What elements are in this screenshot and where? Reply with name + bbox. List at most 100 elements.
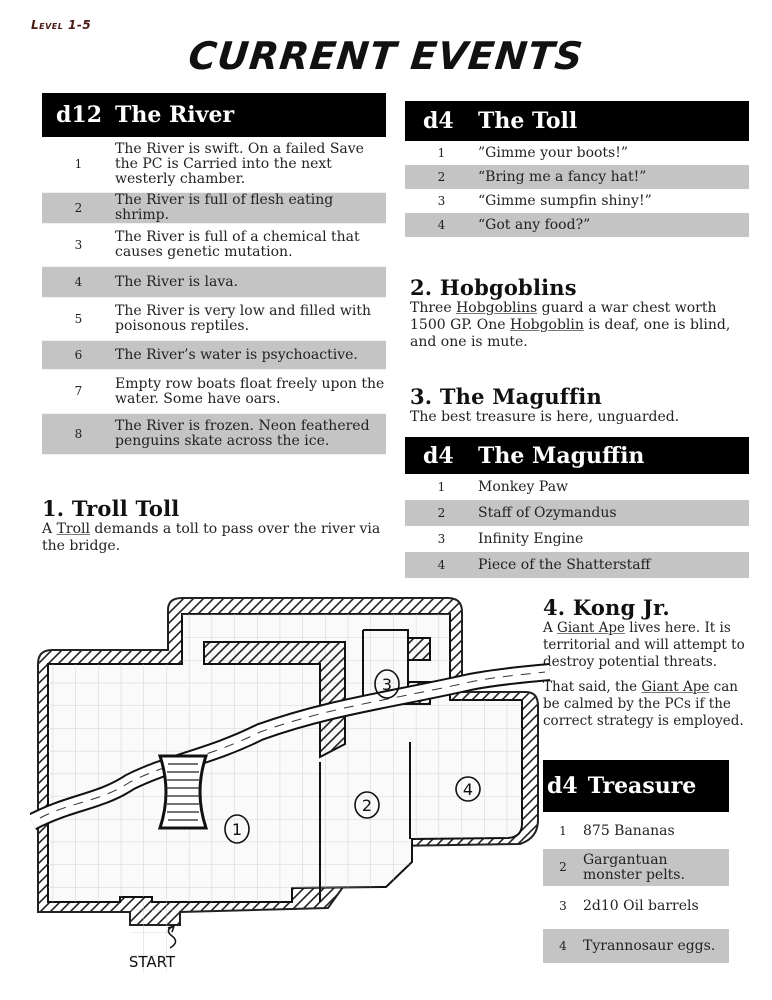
table-title: Treasure: [587, 773, 697, 799]
row-number: 3: [74, 237, 83, 252]
row-number: 4: [437, 557, 446, 572]
row-number: 1: [437, 479, 446, 494]
river-table: d12 The River 1 The River is swift. On a …: [42, 93, 386, 455]
dungeon-floor: [47, 613, 523, 972]
section-text: A Giant Ape lives here. It is territoria…: [543, 620, 745, 670]
table-row: 4 Tyrannosaur eggs.: [543, 929, 729, 963]
row-number: 4: [559, 938, 567, 953]
toll-table-header: d4 The Toll: [405, 101, 749, 141]
room-labels: 1 2 3 4: [224, 669, 481, 844]
room-label-4: 4: [463, 780, 473, 799]
row-number: 1: [559, 823, 567, 838]
row-text: The River’s water is psychoactive.: [115, 346, 358, 363]
row-text: 875 Bananas: [583, 822, 675, 839]
section-heading: 4. Kong Jr.: [543, 595, 670, 620]
table-row: 6 The River’s water is psychoactive.: [42, 341, 386, 370]
room-label-3: 3: [382, 675, 392, 694]
row-number: 1: [74, 157, 83, 171]
maguffin-table-header: d4 The Maguffin: [405, 437, 749, 474]
section-heading: 1. Troll Toll: [42, 496, 180, 521]
die-label: d12: [56, 102, 102, 128]
row-number: 4: [437, 217, 446, 232]
die-label: d4: [547, 773, 578, 799]
row-text: Staff of Ozymandus: [478, 504, 617, 521]
table-row: 3 “Gimme sumpfin shiny!”: [405, 189, 749, 213]
hobgoblins-link[interactable]: Hobgoblins: [456, 300, 538, 316]
row-text: Monkey Paw: [478, 478, 569, 495]
section-text: A Troll demands a toll to pass over the …: [42, 521, 381, 554]
table-row: 2 Staff of Ozymandus: [405, 500, 749, 526]
row-text: “Bring me a fancy hat!”: [478, 168, 647, 185]
section-text: The best treasure is here, unguarded.: [410, 409, 680, 425]
table-row: 4 The River is lava.: [42, 267, 386, 298]
table-row: 4 Piece of the Shatterstaff: [405, 552, 749, 578]
bridge: [157, 754, 209, 830]
toll-table: d4 The Toll 1 ”Gimme your boots!” 2 “Bring…: [405, 101, 749, 237]
row-text: 2d10 Oil barrels: [583, 897, 699, 914]
section-hobgoblins: 2. Hobgoblins Three Hobgoblins guard a w…: [410, 276, 755, 351]
section-kong-jr: 4. Kong Jr. A Giant Ape lives here. It i…: [543, 596, 758, 730]
row-number: 3: [437, 193, 446, 208]
table-row: 1 Monkey Paw: [405, 474, 749, 500]
section-maguffin: 3. The Maguffin The best treasure is her…: [410, 385, 755, 426]
table-row: 2 Gargantuan monster pelts.: [543, 849, 729, 886]
start-corridor: [131, 902, 173, 972]
table-row: 1 ”Gimme your boots!”: [405, 141, 749, 165]
table-row: 1 875 Bananas: [543, 818, 729, 844]
row-text: The River is swift. On a failed Save the…: [115, 141, 364, 187]
section-troll-toll: 1. Troll Toll A Troll demands a toll to …: [42, 497, 392, 555]
giant-ape-link[interactable]: Giant Ape: [641, 679, 710, 695]
giant-ape-link[interactable]: Giant Ape: [557, 620, 625, 636]
row-text: “Gimme sumpfin shiny!”: [478, 192, 652, 209]
room-label-2: 2: [362, 796, 372, 815]
section-heading: 2. Hobgoblins: [410, 275, 577, 300]
start-marker: START: [129, 924, 177, 971]
row-text: ”Gimme your boots!”: [478, 144, 629, 161]
row-number: 5: [74, 311, 83, 326]
dungeon-map: 1 2 3 4 START: [30, 597, 550, 972]
maguffin-table: d4 The Maguffin 1 Monkey Paw 2 Staff of Oz…: [405, 437, 749, 578]
die-label: d4: [423, 108, 454, 134]
row-number: 4: [74, 274, 83, 289]
row-text: The River is very low and filled with po…: [115, 303, 372, 334]
row-text: The River is full of flesh eating shrimp…: [115, 192, 334, 223]
table-row: 4“Got any food?”: [405, 213, 749, 237]
table-row: 3 The River is full of a chemical that ca…: [42, 224, 386, 267]
table-row: 2 “Bring me a fancy hat!”: [405, 165, 749, 189]
table-title: The Maguffin: [478, 442, 645, 469]
row-text: Piece of the Shatterstaff: [478, 556, 651, 573]
start-label: START: [129, 953, 176, 971]
table-title: The Toll: [478, 108, 578, 134]
row-text: The River is lava.: [115, 273, 239, 290]
row-text: Tyrannosaur eggs.: [583, 937, 716, 954]
row-text: The River is frozen. Neon feathered peng…: [115, 418, 370, 449]
row-text: The River is full of a chemical that cau…: [115, 229, 360, 260]
treasure-table: d4 Treasure 1 875 Bananas 2 Gargantuan mon…: [543, 760, 729, 963]
river: [30, 663, 550, 831]
section-text: That said, the Giant Ape can be calmed b…: [543, 679, 744, 729]
table-row: 8 The River is frozen. Neon feathered pen…: [42, 414, 386, 455]
section-heading: 3. The Maguffin: [410, 384, 602, 409]
section-text: Three Hobgoblins guard a war chest worth…: [410, 300, 731, 350]
table-title: The River: [115, 102, 235, 128]
river-table-header: d12 The River: [42, 93, 386, 137]
level-range-label: Level 1-5: [31, 18, 92, 32]
row-number: 2: [437, 169, 446, 184]
row-number: 8: [74, 426, 83, 441]
row-number: 6: [74, 347, 83, 362]
row-text: Empty row boats float freely upon the wa…: [115, 375, 385, 407]
row-number: 1: [437, 145, 446, 160]
die-label: d4: [423, 442, 454, 469]
row-number: 2: [559, 860, 567, 874]
troll-link[interactable]: Troll: [56, 521, 90, 537]
treasure-table-header: d4 Treasure: [543, 760, 729, 812]
hobgoblin-link[interactable]: Hobgoblin: [509, 317, 584, 333]
row-number: 2: [437, 505, 446, 520]
row-text: Gargantuan monster pelts.: [583, 851, 685, 883]
page-title: CURRENT EVENTS: [186, 34, 586, 78]
room-label-1: 1: [232, 820, 242, 839]
